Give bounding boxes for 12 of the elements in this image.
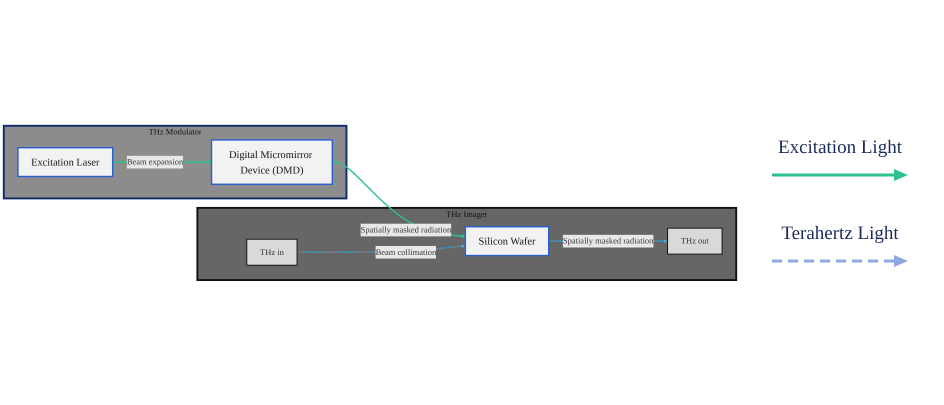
arrow [332, 160, 466, 238]
legend-text: Excitation Light [778, 136, 902, 158]
node-box: THz out [667, 227, 723, 254]
node-box: THz in [246, 238, 298, 266]
edge-label: Spatially masked radiation [562, 236, 654, 246]
edge-label: Beam collimation [376, 246, 436, 256]
node-box: Silicon Wafer [464, 226, 550, 256]
edge-label: Spatially masked radiation [360, 224, 452, 234]
node-box: Excitation Laser [17, 146, 114, 177]
node-box: Digital Micromirror Device (DMD) [210, 138, 334, 185]
legend-text: Terahertz Light [781, 222, 899, 244]
edge-label: Beam expansion [126, 156, 184, 166]
